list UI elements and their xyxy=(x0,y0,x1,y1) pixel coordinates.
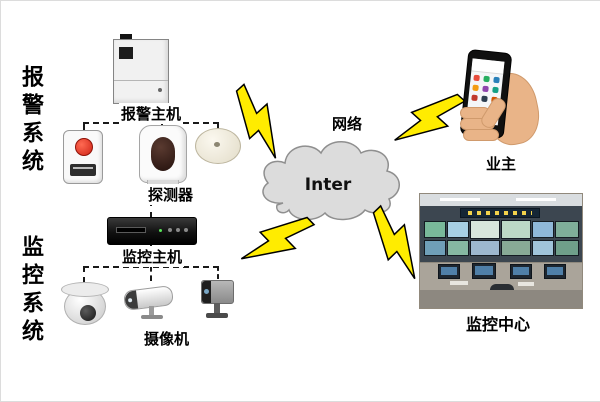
connector-dvr-up xyxy=(150,200,152,218)
alarm-host-lock xyxy=(158,88,162,92)
app-icon xyxy=(481,95,488,103)
connector-to-ceiling-detector xyxy=(217,122,219,131)
wall-screen xyxy=(555,240,579,256)
app-icon xyxy=(472,84,479,92)
alarm-host-sticker xyxy=(119,47,133,59)
monitor-host-label: 监控主机 xyxy=(120,246,185,267)
desk-monitor xyxy=(472,263,496,279)
wall-screen xyxy=(532,221,554,238)
network-cloud-icon: Inter xyxy=(262,141,400,221)
ptz-camera-icon xyxy=(197,276,239,322)
wall-screen xyxy=(555,221,579,238)
bullet-camera-arm xyxy=(149,306,154,317)
desk-keyboard xyxy=(450,281,468,285)
cameras-label: 摄像机 xyxy=(142,328,192,349)
dvr-button xyxy=(184,228,188,232)
bullet-camera-lens xyxy=(127,298,133,303)
bullet-camera-icon xyxy=(122,281,180,321)
room-floor xyxy=(420,290,582,308)
app-icon xyxy=(471,94,478,102)
wall-screen xyxy=(424,240,446,256)
ceiling-light xyxy=(440,198,480,201)
room-ceiling xyxy=(420,194,582,206)
wall-screen xyxy=(424,221,446,238)
dvr-button xyxy=(176,228,180,232)
hand-finger xyxy=(463,129,499,141)
app-icon xyxy=(483,75,490,83)
monitor-system-label: 监控系统 xyxy=(18,235,43,347)
alarm-host-box xyxy=(113,39,169,104)
panic-button-body xyxy=(63,130,103,184)
connector-to-dome-camera xyxy=(83,266,85,283)
owner-phone-icon xyxy=(450,48,545,155)
dvr-disc-slot xyxy=(116,227,146,233)
pir-body xyxy=(139,125,187,183)
connector-to-ptz-camera xyxy=(217,266,219,279)
ptz-camera-front xyxy=(202,281,211,303)
lightning-cloud-to-owner-icon xyxy=(394,93,467,141)
wall-sign xyxy=(460,208,540,218)
lightning-dvr-to-cloud-icon xyxy=(240,216,316,260)
app-icon xyxy=(493,76,500,84)
ptz-camera-neck xyxy=(214,303,220,313)
ptz-camera-lens xyxy=(204,289,209,294)
dome-camera-ring xyxy=(61,282,109,297)
alarm-host-icon xyxy=(113,34,169,104)
pir-detector-icon xyxy=(139,125,187,187)
smartphone-statusbar xyxy=(471,58,505,75)
ceiling-light xyxy=(516,198,556,201)
bullet-camera-base xyxy=(141,315,163,319)
dvr-icon xyxy=(107,217,197,245)
cloud-text: Inter xyxy=(305,175,352,195)
lightning-alarm-to-cloud-icon xyxy=(235,83,277,159)
ceiling-detector-led xyxy=(214,142,220,147)
wall-screen xyxy=(470,240,500,256)
network-label: 网络 xyxy=(332,115,363,133)
app-icon xyxy=(473,74,480,82)
ptz-camera-head xyxy=(201,280,234,304)
panic-button-red-button xyxy=(75,138,93,156)
alarm-host-seam xyxy=(114,80,168,81)
dvr-button xyxy=(168,228,172,232)
owner-label: 业主 xyxy=(484,153,519,174)
monitoring-center-room xyxy=(419,193,583,309)
connector-to-panic-button xyxy=(83,122,85,132)
dome-camera-lens xyxy=(80,305,96,321)
wall-screen xyxy=(447,240,469,256)
connector-to-bullet-camera xyxy=(150,266,152,281)
alarm-system-label: 报警系统 xyxy=(18,65,43,177)
wall-screen xyxy=(532,240,554,256)
dvr-power-led xyxy=(159,229,162,232)
wall-sign-text xyxy=(468,211,532,215)
ceiling-detector-icon xyxy=(195,128,241,164)
panic-button-label-band xyxy=(70,164,96,176)
wall-screen xyxy=(501,220,531,239)
desk-monitor xyxy=(510,264,532,279)
ptz-camera-base xyxy=(206,313,228,318)
wall-screen xyxy=(470,220,500,239)
app-icon xyxy=(482,85,489,93)
alarm-host-bracket xyxy=(120,34,132,40)
monitor-center-label: 监控中心 xyxy=(464,311,533,335)
bullet-camera-lens-cap xyxy=(124,290,139,310)
desk-monitor xyxy=(438,264,460,279)
app-icon xyxy=(492,86,499,94)
desk-monitor xyxy=(544,264,566,279)
wall-screen xyxy=(447,221,469,238)
desk-keyboard xyxy=(518,282,534,286)
lightning-cloud-to-center-icon xyxy=(372,204,416,280)
wall-screen xyxy=(501,240,531,256)
detectors-label: 探测器 xyxy=(146,184,196,205)
dvr-body xyxy=(107,217,197,245)
pir-lens-window xyxy=(151,137,175,171)
panic-button-icon xyxy=(63,130,103,184)
alarm-host-label: 报警主机 xyxy=(119,103,184,124)
dome-camera-icon xyxy=(61,282,109,326)
